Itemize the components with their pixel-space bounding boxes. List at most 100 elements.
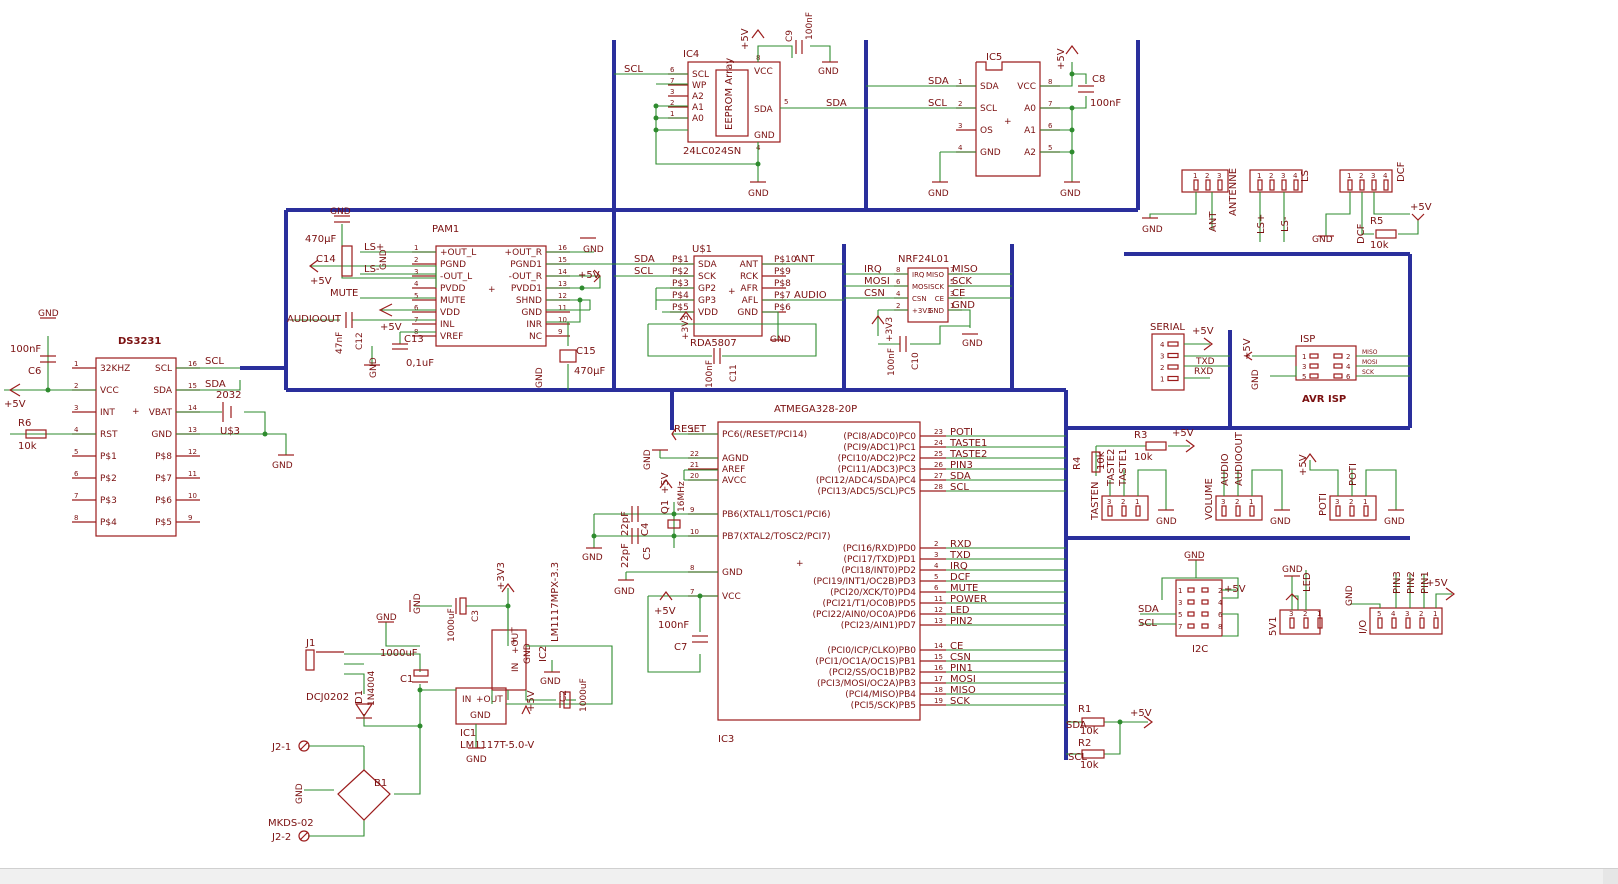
header-pin: [1433, 617, 1439, 629]
audioout-net-pam: AUDIOOUT: [287, 314, 342, 325]
pin-label: +OUT_L: [440, 248, 476, 258]
volume-ref: VOLUME: [1204, 478, 1215, 520]
header-pin: [1359, 179, 1365, 191]
r5-val: 10k: [1370, 240, 1389, 251]
pin-number: P$7: [774, 291, 791, 301]
atmega-wiring: [586, 427, 718, 673]
ic4-inner: EEPROM Array: [724, 58, 735, 130]
pin-label: GND: [151, 430, 172, 440]
isp-mosi: MOSI: [1362, 359, 1378, 366]
header-pin-number: 1: [1302, 353, 1306, 361]
header-pin-number: 3: [1221, 498, 1225, 506]
pin-label: A0: [1024, 104, 1036, 114]
header-pin: [1217, 179, 1223, 191]
p5v-label-ds: +5V: [4, 399, 26, 410]
scl-r2: SCL: [1068, 752, 1087, 763]
ic2-name: IC2: [538, 646, 549, 662]
mosi-nrf: MOSI: [864, 276, 890, 287]
header-pin-number: 1: [1317, 610, 1321, 618]
pin-label: PB6(XTAL1/TOSC1/PCI6): [722, 510, 831, 520]
header-pin: [1221, 505, 1227, 517]
tasten-net-taste2: TASTE2: [1106, 449, 1117, 487]
pin-label: GP2: [698, 284, 716, 294]
header-pin: [1303, 617, 1309, 629]
sda-ic5: SDA: [928, 76, 949, 87]
net-label: POTI: [950, 427, 973, 438]
gnd-pam-bottom: GND: [369, 357, 379, 378]
sck-nrf: SCK: [952, 276, 972, 287]
poti-net: POTI: [1348, 463, 1359, 486]
pin-label: SDA: [698, 260, 717, 270]
pin-number: 6: [934, 584, 939, 592]
c12-val: 47nF: [335, 332, 345, 354]
pin-number: 19: [934, 697, 943, 705]
pin-number: 9: [690, 506, 694, 514]
gnd-pam-right: GND: [583, 245, 604, 255]
c14-ref: C14: [316, 254, 336, 265]
tasten-net-taste1: TASTE1: [1118, 449, 1129, 487]
pin-number: 21: [690, 461, 699, 469]
pin-label: (PCI2/SS/OC1B)PB2: [829, 668, 916, 678]
pin-number: 9: [558, 328, 562, 336]
pin-label: (PCI5/SCK)PB5: [851, 701, 916, 711]
header-pin-number: 1: [1249, 498, 1253, 506]
c13-ref: C13: [404, 334, 424, 345]
pin-label: PVDD: [440, 284, 466, 294]
p5v-isp: +5V: [1242, 338, 1253, 360]
header-pin: [1107, 505, 1113, 517]
gnd-atm-xtal: GND: [582, 553, 603, 563]
horizontal-scrollbar[interactable]: [0, 868, 1618, 884]
header-pin: [1167, 364, 1179, 370]
pin-label: (PCI12/ADC4/SDA)PC4: [816, 476, 916, 486]
pin-number: 10: [558, 316, 567, 324]
c11-val: 100nF: [705, 360, 715, 388]
pin-label: (PCI22/AIN0/OC0A)PD6: [812, 610, 916, 620]
net-label: PIN1: [950, 663, 973, 674]
r1-r2-pullups: R1 10k R2 10k SDA SCL +5V: [1066, 704, 1153, 771]
pin-label: VDD: [440, 308, 460, 318]
header-pin: [1309, 363, 1319, 369]
c15-ref: C15: [576, 346, 596, 357]
net-label: PIN2: [950, 616, 973, 627]
dcf-pin: DCF: [1356, 223, 1367, 244]
p3v3-nrf: +3V3: [885, 317, 895, 342]
isp-sck: SCK: [1362, 369, 1375, 376]
pin-label: GND: [980, 148, 1001, 158]
bus-lines: [240, 40, 1412, 760]
pin-label: (PCI13/ADC5/SCL)PC5: [818, 487, 916, 497]
pin-number: 4: [74, 426, 79, 434]
pin-number: P$1: [672, 255, 689, 265]
net-label: SDA: [950, 471, 971, 482]
header-pin-number: 1: [1347, 172, 1351, 180]
gnd-ant: GND: [1142, 225, 1163, 235]
rda-wiring: [614, 263, 844, 364]
isp-label: AVR ISP: [1302, 394, 1346, 405]
crystal-val: 16MHz: [677, 481, 687, 512]
pin-number: 11: [558, 304, 567, 312]
pin-number: P$9: [774, 267, 791, 277]
pin-number: 3: [670, 88, 674, 96]
ls-ref: LS: [1300, 170, 1311, 182]
ds-sda-net: SDA: [205, 379, 226, 390]
p5v-poti: +5V: [1298, 454, 1309, 476]
c2-val: 1000uF: [579, 678, 589, 712]
header-pin-number: 3: [1289, 610, 1293, 618]
pin-number: 12: [188, 448, 197, 456]
r1-ref: R1: [1078, 704, 1091, 715]
gnd-ps-ic2: GND: [540, 677, 561, 687]
header-pin: [1269, 179, 1275, 191]
r4-ref: R4: [1072, 457, 1083, 470]
p5v-tasten: +5V: [1172, 428, 1194, 439]
header-pin-number: 2: [1160, 364, 1164, 372]
pin-label: ANT: [740, 260, 759, 270]
header-pin: [1249, 505, 1255, 517]
atmega-ref: IC3: [718, 734, 734, 745]
c9-ref: C9: [785, 30, 795, 42]
pin-number: P$6: [774, 303, 791, 313]
pin-label: AGND: [722, 454, 749, 464]
pin-number: 1: [958, 78, 962, 86]
pin-number: 6: [896, 278, 901, 286]
header-pin-number: 3: [1405, 610, 1409, 618]
crystal-ref: Q1: [660, 500, 671, 514]
